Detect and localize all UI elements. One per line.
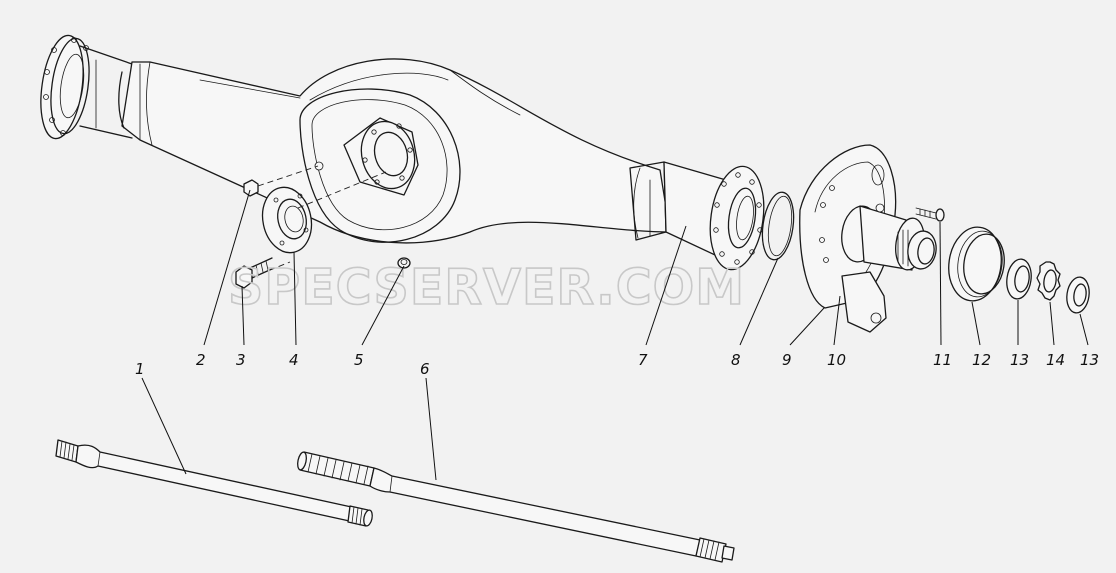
callout-labels: 2 3 4 5 7 8 9 10 11 12 13 14 13 1 6	[135, 351, 1099, 378]
plug-small	[397, 257, 411, 269]
axle-shaft-short	[55, 439, 373, 527]
assembly-line	[297, 171, 387, 209]
housing-left-flange	[40, 34, 90, 140]
lock-washer	[1036, 261, 1061, 301]
leader-3	[241, 285, 245, 346]
label-8: 8	[731, 351, 741, 369]
leader-7	[645, 225, 687, 346]
leader-10	[833, 295, 841, 346]
leader-9	[789, 307, 825, 346]
label-7: 7	[638, 351, 648, 369]
label-14: 14	[1046, 351, 1065, 369]
leader-2	[203, 189, 251, 346]
leader-12	[971, 301, 981, 346]
label-13b: 13	[1080, 351, 1099, 369]
watermark: SPECSERVER.COM	[228, 259, 745, 316]
label-3: 3	[236, 351, 246, 369]
assembly-line	[259, 261, 291, 275]
label-12: 12	[972, 351, 991, 369]
leader-lines	[141, 189, 1089, 481]
label-2: 2	[196, 351, 206, 369]
lock-nut-inner	[1006, 258, 1032, 300]
seal-ring	[948, 226, 1005, 302]
leader-5	[361, 265, 405, 346]
leader-6	[425, 377, 437, 481]
bolt-small	[915, 207, 945, 222]
leader-14	[1049, 301, 1055, 346]
label-11: 11	[933, 351, 952, 369]
label-9: 9	[782, 351, 792, 369]
label-6: 6	[420, 360, 430, 378]
o-ring	[761, 191, 795, 261]
leader-1	[141, 377, 187, 475]
axle-shaft-long	[297, 451, 735, 563]
label-10: 10	[827, 351, 846, 369]
steering-knuckle	[841, 203, 937, 333]
leader-11	[939, 221, 942, 346]
label-13a: 13	[1010, 351, 1029, 369]
axle-housing	[40, 34, 731, 263]
leader-13b	[1079, 313, 1089, 346]
housing-right-flange	[709, 165, 765, 271]
leader-8	[739, 257, 779, 346]
leader-4	[293, 251, 297, 346]
label-1: 1	[135, 360, 145, 378]
label-4: 4	[289, 351, 299, 369]
assembly-line	[257, 165, 319, 187]
nut-small	[243, 179, 259, 197]
lock-nut-outer	[1066, 276, 1090, 314]
label-5: 5	[354, 351, 364, 369]
